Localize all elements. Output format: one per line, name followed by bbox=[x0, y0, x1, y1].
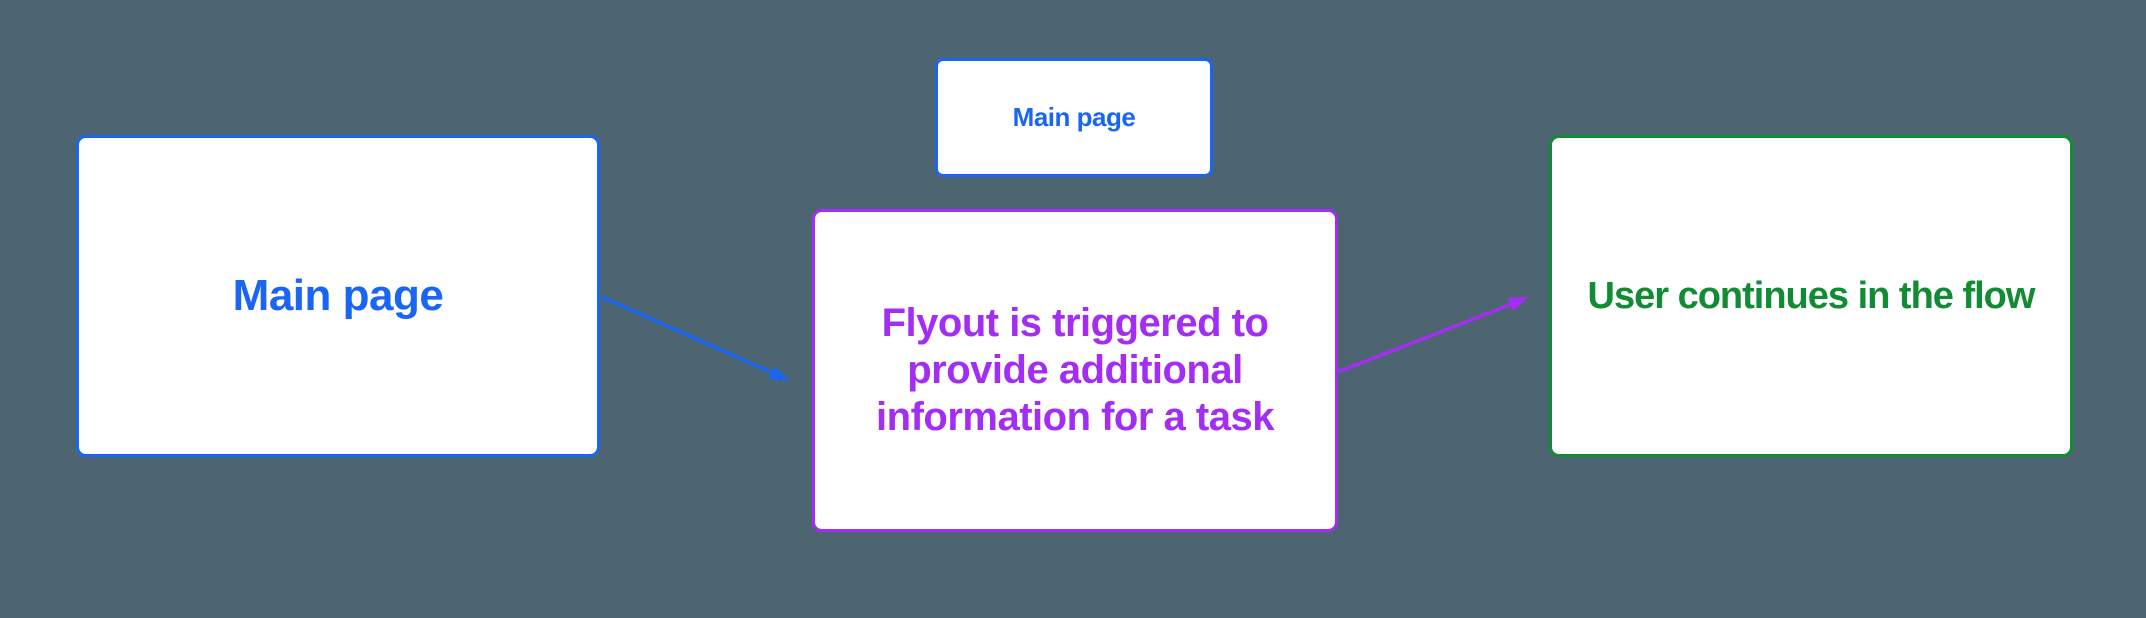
connector-flyout-to-user[interactable] bbox=[1337, 297, 1529, 374]
connector-main-to-flyout-line bbox=[601, 295, 776, 376]
node-flyout-label: Flyout is triggered to provide additiona… bbox=[876, 300, 1274, 440]
node-flyout[interactable]: Flyout is triggered to provide additiona… bbox=[812, 209, 1338, 532]
connector-main-to-flyout-arrowhead bbox=[768, 366, 790, 381]
node-user-continues[interactable]: User continues in the flow bbox=[1549, 135, 2073, 457]
connector-flyout-to-user-line bbox=[1337, 302, 1513, 374]
node-main-page-small-label: Main page bbox=[1012, 102, 1136, 132]
connector-main-to-flyout[interactable] bbox=[601, 295, 790, 381]
connector-flyout-to-user-arrowhead bbox=[1507, 297, 1529, 311]
node-user-continues-label: User continues in the flow bbox=[1587, 274, 2036, 317]
node-main-page[interactable]: Main page bbox=[76, 135, 600, 457]
node-main-page-label: Main page bbox=[232, 271, 444, 320]
node-main-page-small[interactable]: Main page bbox=[935, 58, 1213, 177]
